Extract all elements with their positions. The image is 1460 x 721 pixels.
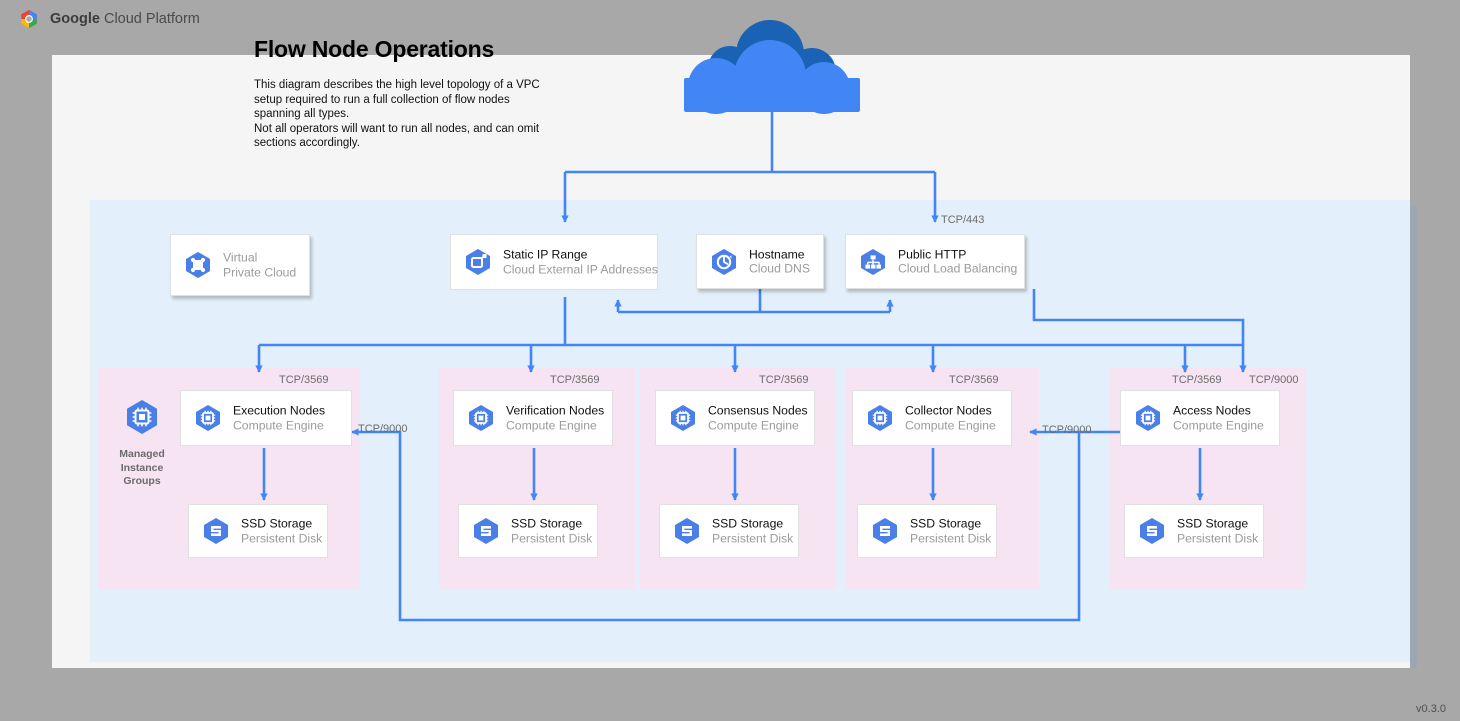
node-subtitle: Private Cloud [223,265,297,279]
compute-engine-icon [469,405,493,431]
node-subtitle: Compute Engine [905,418,996,432]
node-execution-nodes[interactable]: Execution Nodes Compute Engine [180,390,363,457]
page-title: Flow Node Operations [254,36,495,62]
node-consensus-nodes[interactable]: Consensus Nodes Compute Engine [655,390,826,457]
node-title: SSD Storage [712,516,784,531]
port-label-execution-9000: TCP/9000 [358,423,408,435]
node-title: SSD Storage [910,516,982,531]
google-cloud-hexagon-logo-icon [21,9,37,29]
cloud-load-balancing-icon [861,248,885,275]
node-title: SSD Storage [511,516,583,531]
compute-engine-icon [196,405,220,431]
node-subtitle: Compute Engine [233,418,324,432]
node-virtual-private-cloud[interactable]: Virtual Private Cloud [170,234,310,296]
persistent-disk-icon [1140,518,1164,544]
node-title: Hostname [749,247,805,261]
node-title: Consensus Nodes [708,403,808,418]
persistent-disk-icon [873,518,897,544]
port-label-collector-9000: TCP/9000 [1042,424,1092,436]
compute-engine-icon [1136,405,1160,431]
node-consensus-ssd-storage[interactable]: SSD Storage Persistent Disk [659,504,810,569]
group-label-line1: Managed [119,448,165,460]
persistent-disk-icon [675,518,699,544]
compute-engine-icon [671,405,695,431]
managed-instance-group-icon [127,400,157,434]
group-side-label: Managed Instance Groups [107,448,177,489]
version-label: v0.3.0 [1416,703,1446,715]
page-description: This diagram describes the high level to… [254,79,540,150]
node-title: SSD Storage [1177,516,1249,531]
node-title: SSD Storage [241,516,313,531]
node-verification-ssd-storage[interactable]: SSD Storage Persistent Disk [458,504,609,569]
node-title: Public HTTP [898,247,967,261]
vpc-panel-shadow [1410,206,1417,668]
cloud-dns-icon [712,248,736,275]
node-subtitle: Persistent Disk [910,531,992,545]
node-subtitle: Persistent Disk [712,531,794,545]
node-title: Collector Nodes [905,403,992,418]
port-label-verification-3569: TCP/3569 [550,374,600,386]
gcp-brand-bold: Google [50,11,100,27]
port-label-access-3569: TCP/3569 [1172,374,1222,386]
external-ip-icon [466,249,490,275]
node-hostname-dns[interactable]: Hostname Cloud DNS [696,234,824,289]
node-execution-ssd-storage[interactable]: SSD Storage Persistent Disk [188,504,339,569]
cloud-icon [684,20,860,114]
node-subtitle: Cloud External IP Addresses [503,262,658,276]
node-title: Access Nodes [1173,403,1251,418]
virtual-private-cloud-icon [186,252,210,278]
node-subtitle: Persistent Disk [241,531,323,545]
port-label-tcp443: TCP/443 [941,214,985,226]
node-subtitle: Compute Engine [708,418,799,432]
node-title: Virtual [223,250,258,265]
node-title: Execution Nodes [233,403,326,418]
node-static-ip-range[interactable]: Static IP Range Cloud External IP Addres… [450,234,669,301]
node-subtitle: Compute Engine [1173,418,1264,432]
port-label-collector-3569: TCP/3569 [949,374,999,386]
node-subtitle: Persistent Disk [1177,531,1259,545]
node-access-ssd-storage[interactable]: SSD Storage Persistent Disk [1124,504,1275,569]
group-label-line2: Instance [120,461,164,474]
gcp-top-bar: Google Cloud Platform [0,0,1460,38]
node-subtitle: Persistent Disk [511,531,593,545]
node-subtitle: Compute Engine [506,418,597,432]
port-label-access-9000: TCP/9000 [1249,374,1299,386]
node-verification-nodes[interactable]: Verification Nodes Compute Engine [453,390,624,457]
node-subtitle: Cloud DNS [749,261,810,276]
persistent-disk-icon [204,518,228,544]
node-public-http-lb[interactable]: Public HTTP Cloud Load Balancing [845,234,1025,289]
node-access-nodes[interactable]: Access Nodes Compute Engine [1120,390,1291,457]
node-title: Verification Nodes [506,403,605,418]
node-subtitle: Cloud Load Balancing [898,261,1018,276]
compute-engine-icon [868,405,892,431]
gcp-brand-rest: Cloud Platform [99,11,200,27]
port-label-execution-3569: TCP/3569 [279,374,329,386]
gcp-brand-title: Google Cloud Platform [50,11,200,27]
node-collector-ssd-storage[interactable]: SSD Storage Persistent Disk [857,504,1008,569]
node-title: Static IP Range [503,247,588,262]
node-collector-nodes[interactable]: Collector Nodes Compute Engine [852,390,1023,457]
persistent-disk-icon [474,518,498,544]
group-label-line3: Groups [123,475,161,487]
port-label-consensus-3569: TCP/3569 [759,374,809,386]
